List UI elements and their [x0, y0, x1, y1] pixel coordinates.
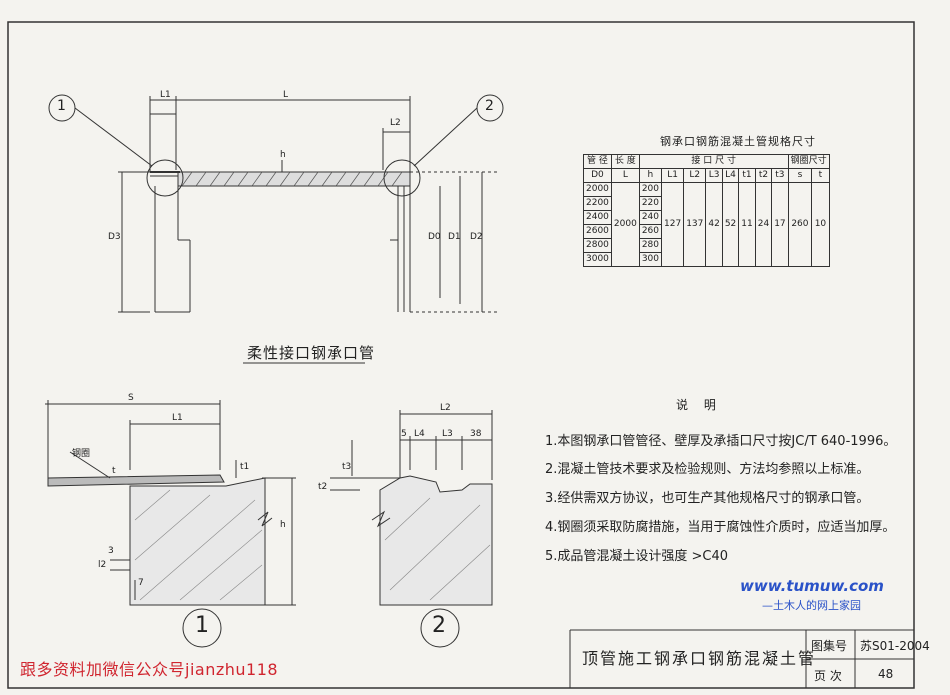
- sub-hdr: L1: [660, 168, 685, 183]
- detail-1-number: 1: [195, 613, 209, 638]
- detail1-l2: l2: [98, 560, 107, 570]
- notes-title: 说 明: [676, 398, 722, 412]
- note-item: 5.成品管混凝土设计强度 >C40: [545, 549, 729, 564]
- spec-table-title: 钢承口钢筋混凝土管规格尺寸: [660, 135, 816, 148]
- detail-1-section: [45, 400, 296, 606]
- cell-D0: 2000: [583, 182, 612, 197]
- spec-table: 管 径 长 度 接 口 尺 寸 钢圈尺寸 D0 L h L1 L2 L3 L4 …: [583, 154, 830, 267]
- detail1-S: S: [128, 393, 134, 403]
- cell-L: 2000: [610, 182, 640, 267]
- cell-D0: 2400: [583, 210, 612, 225]
- cell-L4: 52: [721, 182, 740, 267]
- callout-2: 2: [485, 98, 494, 114]
- detail-2-number: 2: [432, 613, 446, 638]
- note-item: 3.经供需双方协议，也可生产其他规格尺寸的钢承口管。: [545, 491, 870, 506]
- cell-L3: 42: [705, 182, 723, 267]
- detail-1-marker: [182, 608, 222, 648]
- cell-D0: 2800: [583, 238, 612, 253]
- label-h: h: [280, 150, 286, 160]
- page-value: 48: [878, 667, 894, 681]
- detail1-t1: t1: [240, 462, 250, 472]
- label-L2: L2: [390, 118, 401, 128]
- detail2-L2: L2: [440, 403, 451, 413]
- cell-D0: 2600: [583, 224, 612, 239]
- sub-hdr: s: [787, 168, 813, 183]
- label-D2: D2: [470, 232, 483, 242]
- pipe-caption: 柔性接口钢承口管: [247, 344, 376, 362]
- label-L: L: [283, 90, 289, 100]
- cell-t3: 17: [771, 182, 789, 267]
- sheet-border: [7, 21, 915, 689]
- atlas-value: 苏S01-2004: [860, 639, 930, 653]
- cell-h: 300: [638, 252, 663, 267]
- detail2-L3: L3: [442, 429, 453, 439]
- page-label: 页 次: [814, 669, 842, 683]
- note-item: 2.混凝土管技术要求及检验规则、方法均参照以上标准。: [545, 462, 870, 477]
- detail2-t3: t3: [342, 462, 352, 472]
- sub-hdr: t1: [738, 168, 756, 183]
- site-watermark-sub: —土木人的网上家园: [762, 599, 861, 612]
- detail2-38: 38: [470, 429, 482, 439]
- sub-hdr: L4: [721, 168, 740, 183]
- detail-2-section: [330, 410, 493, 606]
- label-D3: D3: [108, 232, 121, 242]
- cell-h: 260: [638, 224, 663, 239]
- sub-hdr: L3: [705, 168, 723, 183]
- label-L1: L1: [160, 90, 171, 100]
- title-block: [569, 629, 914, 688]
- detail1-3: 3: [108, 546, 114, 556]
- cell-D0: 2200: [583, 196, 612, 211]
- detail1-h: h: [280, 520, 286, 530]
- red-watermark: 跟多资料加微信公众号jianzhu118: [20, 660, 279, 679]
- cell-t1: 11: [738, 182, 756, 267]
- drawing-title: 顶管施工钢承口钢筋混凝土管: [582, 649, 817, 668]
- sub-hdr: h: [638, 168, 663, 183]
- cell-s: 260: [787, 182, 813, 267]
- detail1-L1: L1: [172, 413, 183, 423]
- sub-hdr: L2: [683, 168, 707, 183]
- site-watermark: www.tumuw.com: [740, 577, 884, 595]
- hdr-diameter: 管 径: [583, 154, 612, 169]
- hdr-joint: 接 口 尺 寸: [638, 154, 789, 169]
- callout-1: 1: [57, 98, 66, 114]
- detail1-ring: 钢圈: [72, 449, 91, 459]
- cell-h: 200: [638, 182, 663, 197]
- detail1-7: 7: [138, 578, 144, 588]
- note-item: 4.钢圈须采取防腐措施，当用于腐蚀性介质时，应适当加厚。: [545, 520, 896, 535]
- cell-h: 280: [638, 238, 663, 253]
- cell-h: 240: [638, 210, 663, 225]
- sub-hdr: L: [610, 168, 640, 183]
- label-D1: D1: [448, 232, 461, 242]
- cell-t2: 24: [754, 182, 773, 267]
- cell-D0: 3000: [583, 252, 612, 267]
- label-D0: D0: [428, 232, 441, 242]
- cell-L2: 137: [683, 182, 707, 267]
- cell-h: 220: [638, 196, 663, 211]
- sub-hdr: D0: [583, 168, 612, 183]
- detail2-t2: t2: [318, 482, 328, 492]
- detail1-t: t: [112, 466, 116, 476]
- cell-L1: 127: [660, 182, 685, 267]
- hdr-ring: 钢圈尺寸: [787, 154, 830, 169]
- hdr-length: 长 度: [610, 154, 640, 169]
- cell-t: 10: [811, 182, 830, 267]
- pipe-elevation: [48, 94, 504, 364]
- detail2-L4: L4: [414, 429, 425, 439]
- detail2-5: 5: [401, 429, 407, 439]
- sub-hdr: t3: [771, 168, 789, 183]
- sub-hdr: t: [811, 168, 830, 183]
- sub-hdr: t2: [754, 168, 773, 183]
- note-item: 1.本图钢承口管管径、壁厚及承插口尺寸按JC/T 640-1996。: [545, 434, 897, 449]
- atlas-label: 图集号: [811, 639, 848, 653]
- detail-2-marker: [420, 608, 460, 648]
